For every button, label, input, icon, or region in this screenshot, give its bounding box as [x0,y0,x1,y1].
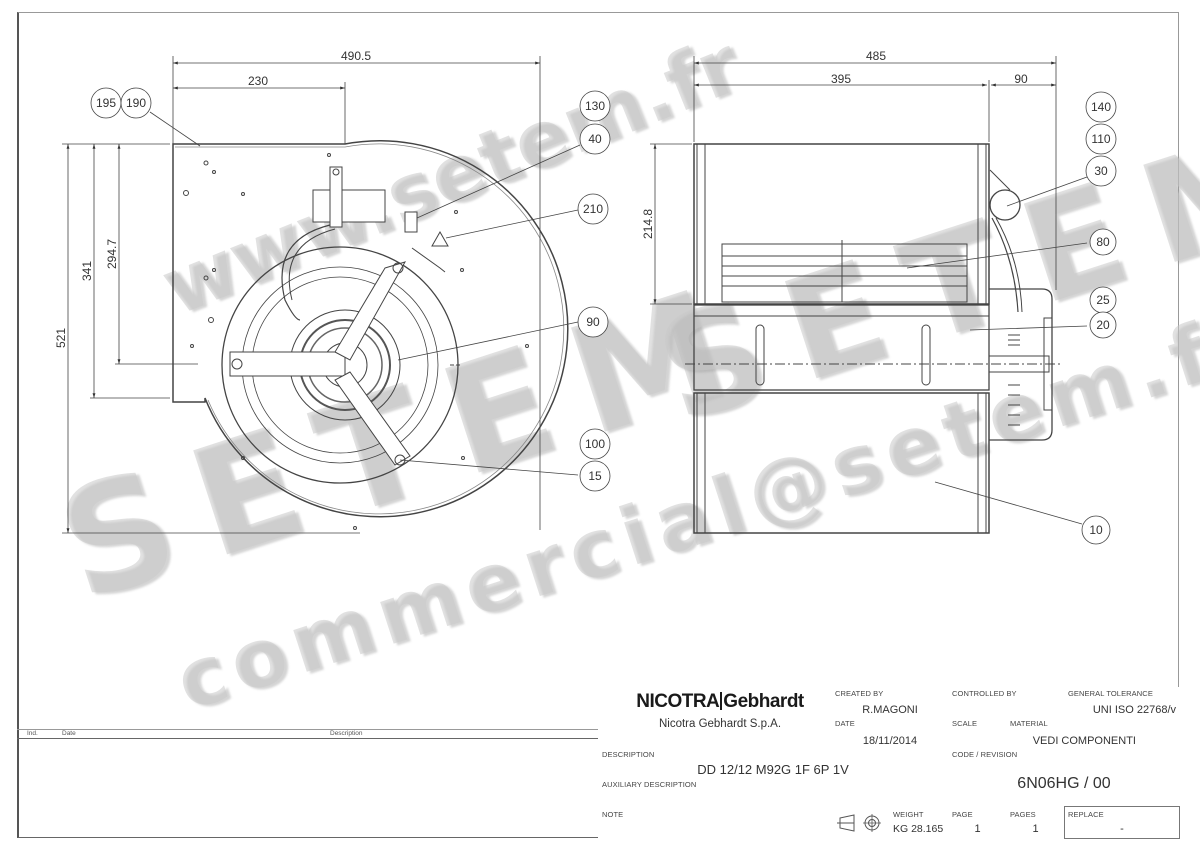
replace-label: REPLACE [1068,810,1104,819]
replace-value: - [1120,823,1124,835]
aux-description-cell [598,777,949,807]
material-label: MATERIAL [1010,719,1048,728]
general-tolerance-label: GENERAL TOLERANCE [1068,689,1153,698]
front-view [172,140,569,530]
front-view-balloons [90,87,611,492]
description-cell [598,748,949,778]
page-value: 1 [974,823,981,835]
revision-table [17,729,598,839]
dim-230: 230 [248,74,268,88]
side-view-balloons [906,91,1117,545]
balloon-90: 90 [586,315,600,329]
side-view-balloon-labels: 140 110 30 80 25 20 10 [1089,100,1111,537]
material-cell [1006,717,1180,749]
material-value: VEDI COMPONENTI [1032,735,1136,747]
dim-90: 90 [1014,72,1028,86]
weight-value: KG 28.165 [893,823,944,835]
balloon-20: 20 [1096,318,1110,332]
description-value: DD 12/12 M92G 1F 6P 1V [697,762,849,777]
revision-col-description: Description [330,730,363,737]
dim-214-8: 214.8 [641,209,655,239]
side-view-dimensions [650,56,1057,305]
logo-gebhardt: Gebhardt [723,691,804,712]
controlled-by-label: CONTROLLED BY [952,689,1017,698]
created-by-cell [831,687,949,718]
front-view-dimensions [62,56,541,534]
logo-nicotra: NICOTRA [636,691,720,712]
controlled-by-cell [948,687,1065,718]
scale-label: SCALE [952,719,978,728]
logo-cell [598,687,832,749]
balloon-40: 40 [588,132,602,146]
note-label: NOTE [602,810,624,819]
company-name: Nicotra Gebhardt S.p.A. [658,718,782,730]
balloon-15: 15 [588,469,602,483]
first-angle-projection-icon [837,814,881,832]
dim-485: 485 [866,49,886,63]
balloon-210: 210 [583,202,603,216]
revision-header-divider [17,738,598,739]
balloon-80: 80 [1096,235,1110,249]
balloon-195: 195 [96,96,116,110]
code-revision-value: 6N06HG / 00 [1017,775,1111,792]
revision-col-date: Date [62,730,76,737]
balloon-10: 10 [1089,523,1103,537]
note-cell [598,806,832,839]
created-by-label: CREATED BY [835,689,884,698]
dim-521: 521 [54,328,68,348]
balloon-130: 130 [585,99,605,113]
scale-cell [948,717,1007,749]
date-label: DATE [835,719,855,728]
general-tolerance-value: UNI ISO 22768/v [1092,704,1176,716]
dim-490-5: 490.5 [341,49,371,63]
pages-label: PAGES [1010,810,1036,819]
code-revision-label: CODE / REVISION [952,750,1018,759]
dim-395: 395 [831,72,851,86]
balloon-25: 25 [1096,293,1110,307]
aux-description-label: AUXILIARY DESCRIPTION [602,780,697,789]
dim-341: 341 [80,261,94,281]
pages-value: 1 [1032,823,1039,835]
front-view-balloon-labels: 195 190 130 40 210 90 100 15 [96,96,605,483]
page-cell [948,806,1007,839]
balloon-140: 140 [1091,100,1111,114]
page-label: PAGE [952,810,973,819]
pages-cell [1006,806,1065,839]
description-label: DESCRIPTION [602,750,655,759]
weight-cell [889,806,949,839]
balloon-30: 30 [1094,164,1108,178]
dim-294-7: 294.7 [105,239,119,269]
date-value: 18/11/2014 [862,735,918,747]
logo-divider [720,692,723,710]
balloon-190: 190 [126,96,146,110]
side-view [685,143,1060,534]
created-by-value: R.MAGONI [862,704,918,716]
revision-col-ind: Ind. [27,730,38,737]
balloon-100: 100 [585,437,605,451]
balloon-110: 110 [1091,132,1110,146]
weight-label: WEIGHT [893,810,924,819]
general-tolerance-cell [1064,687,1180,718]
